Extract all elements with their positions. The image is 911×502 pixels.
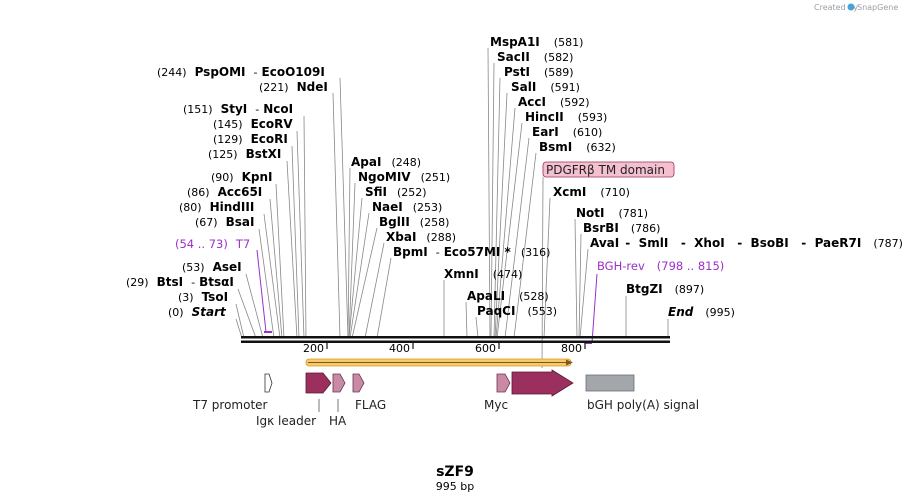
site-bsai[interactable]: (67)BsaI bbox=[195, 215, 254, 229]
site-noti[interactable]: NotI(781) bbox=[576, 206, 648, 220]
middle-site-labels: ApaI(248) NgoMIV(251) SfiI(252) NaeI(253… bbox=[351, 155, 557, 318]
flag-tag-feature[interactable] bbox=[352, 373, 365, 393]
site-xmni[interactable]: XmnI(474) bbox=[444, 267, 522, 281]
site-bsrbi[interactable]: BsrBI(786) bbox=[583, 221, 660, 235]
sequence-top-strand bbox=[241, 336, 670, 339]
site-bstxi[interactable]: (125)BstXI bbox=[208, 147, 281, 161]
snapgene-logo-icon bbox=[847, 3, 855, 11]
map-length: 995 bp bbox=[436, 480, 474, 493]
site-ecori[interactable]: (129)EcoRI bbox=[213, 132, 288, 146]
upper-site-labels: MspA1I(581) SacII(582) PstI(589) SalI(59… bbox=[490, 35, 616, 154]
site-mspa1i[interactable]: MspA1I(581) bbox=[490, 35, 583, 49]
primer-bgh-rev[interactable]: BGH-rev(798 .. 815) bbox=[597, 259, 724, 273]
ruler-label-800: 800 bbox=[561, 342, 582, 355]
feature-label-ha: HA bbox=[329, 414, 347, 428]
orf-arrowhead-icon bbox=[566, 359, 573, 366]
site-eari[interactable]: EarI(610) bbox=[532, 125, 602, 139]
ruler-label-600: 600 bbox=[475, 342, 496, 355]
credit-text: Created by bbox=[814, 3, 858, 12]
site-bglii[interactable]: BglII(258) bbox=[379, 215, 449, 229]
left-site-labels: (244)PspOMI-EcoO109I (221)NdeI (151)StyI… bbox=[126, 65, 328, 319]
feature-label-myc: Myc bbox=[484, 398, 508, 412]
ruler-label-400: 400 bbox=[389, 342, 410, 355]
site-connector-lines bbox=[235, 47, 669, 369]
right-site-labels: XcmI(710) NotI(781) BsrBI(786) AvaI- Sml… bbox=[553, 185, 903, 319]
primer-t7[interactable]: (54 .. 73)T7 bbox=[175, 237, 250, 251]
site-ngomiv[interactable]: NgoMIV(251) bbox=[358, 170, 450, 184]
feature-label-flag: FLAG bbox=[355, 398, 386, 412]
site-psti[interactable]: PstI(589) bbox=[504, 65, 574, 79]
feature-label-igk-leader: Igκ leader bbox=[256, 414, 316, 428]
site-bpmi[interactable]: BpmI-Eco57MI *(316) bbox=[393, 245, 550, 259]
site-acci[interactable]: AccI(592) bbox=[518, 95, 590, 109]
t7-primer-connector bbox=[256, 249, 267, 333]
igk-leader-feature[interactable] bbox=[305, 372, 332, 394]
pdgfr-domain-label: PDGFRβ TM domain bbox=[546, 163, 665, 177]
feature-label-bgh-polya: bGH poly(A) signal bbox=[587, 398, 699, 412]
site-sali[interactable]: SalI(591) bbox=[511, 80, 580, 94]
site-start[interactable]: (0)Start bbox=[168, 305, 227, 319]
site-tsoi[interactable]: (3)TsoI bbox=[178, 290, 228, 304]
site-apali[interactable]: ApaLI(528) bbox=[467, 289, 549, 303]
ha-tag-feature[interactable] bbox=[332, 373, 346, 393]
site-naei[interactable]: NaeI(253) bbox=[372, 200, 442, 214]
site-ndei[interactable]: (221)NdeI bbox=[259, 80, 328, 94]
site-xbai[interactable]: XbaI(288) bbox=[386, 230, 456, 244]
site-asei[interactable]: (53)AseI bbox=[182, 260, 242, 274]
pdgfr-domain-box[interactable] bbox=[542, 161, 675, 178]
credit-brand: SnapGene bbox=[857, 3, 898, 12]
site-apai[interactable]: ApaI(248) bbox=[351, 155, 421, 169]
site-acc65i[interactable]: (86)Acc65I bbox=[187, 185, 262, 199]
site-btsi[interactable]: (29)BtsI-BtsαI bbox=[126, 275, 234, 289]
site-bsmi[interactable]: BsmI(632) bbox=[539, 140, 616, 154]
site-ecorv[interactable]: (145)EcoRV bbox=[213, 117, 293, 131]
site-hincii[interactable]: HincII(593) bbox=[525, 110, 607, 124]
site-styi[interactable]: (151)StyI-NcoI bbox=[183, 102, 293, 116]
map-title: sZF9 bbox=[436, 464, 474, 480]
site-paqci[interactable]: PaqCI(553) bbox=[477, 304, 557, 318]
bgh-rev-primer-connector bbox=[591, 273, 598, 344]
bgh-polya-feature[interactable] bbox=[585, 374, 635, 392]
site-sacii[interactable]: SacII(582) bbox=[497, 50, 573, 64]
site-sfii[interactable]: SfiI(252) bbox=[365, 185, 427, 199]
t7-promoter-feature[interactable] bbox=[264, 373, 273, 393]
ruler-label-200: 200 bbox=[303, 342, 324, 355]
t7-primer-mark bbox=[264, 331, 272, 333]
site-avai[interactable]: AvaI- SmlI - XhoI - BsoBI - PaeR7I(787) bbox=[590, 236, 903, 250]
pdgfr-tm-domain-feature[interactable] bbox=[511, 369, 574, 397]
sequence-bottom-strand bbox=[241, 340, 670, 343]
site-xcmi[interactable]: XcmI(710) bbox=[553, 185, 630, 199]
site-pspomi[interactable]: (244)PspOMI-EcoO109I bbox=[157, 65, 325, 79]
myc-tag-feature[interactable] bbox=[496, 373, 511, 393]
site-hindiii[interactable]: (80)HindIII bbox=[179, 200, 254, 214]
site-kpni[interactable]: (90)KpnI bbox=[211, 170, 273, 184]
site-end[interactable]: End(995) bbox=[668, 305, 735, 319]
site-btgzi[interactable]: BtgZI(897) bbox=[626, 282, 704, 296]
feature-label-t7-promoter: T7 promoter bbox=[192, 398, 268, 412]
ruler-ticks bbox=[326, 343, 586, 349]
